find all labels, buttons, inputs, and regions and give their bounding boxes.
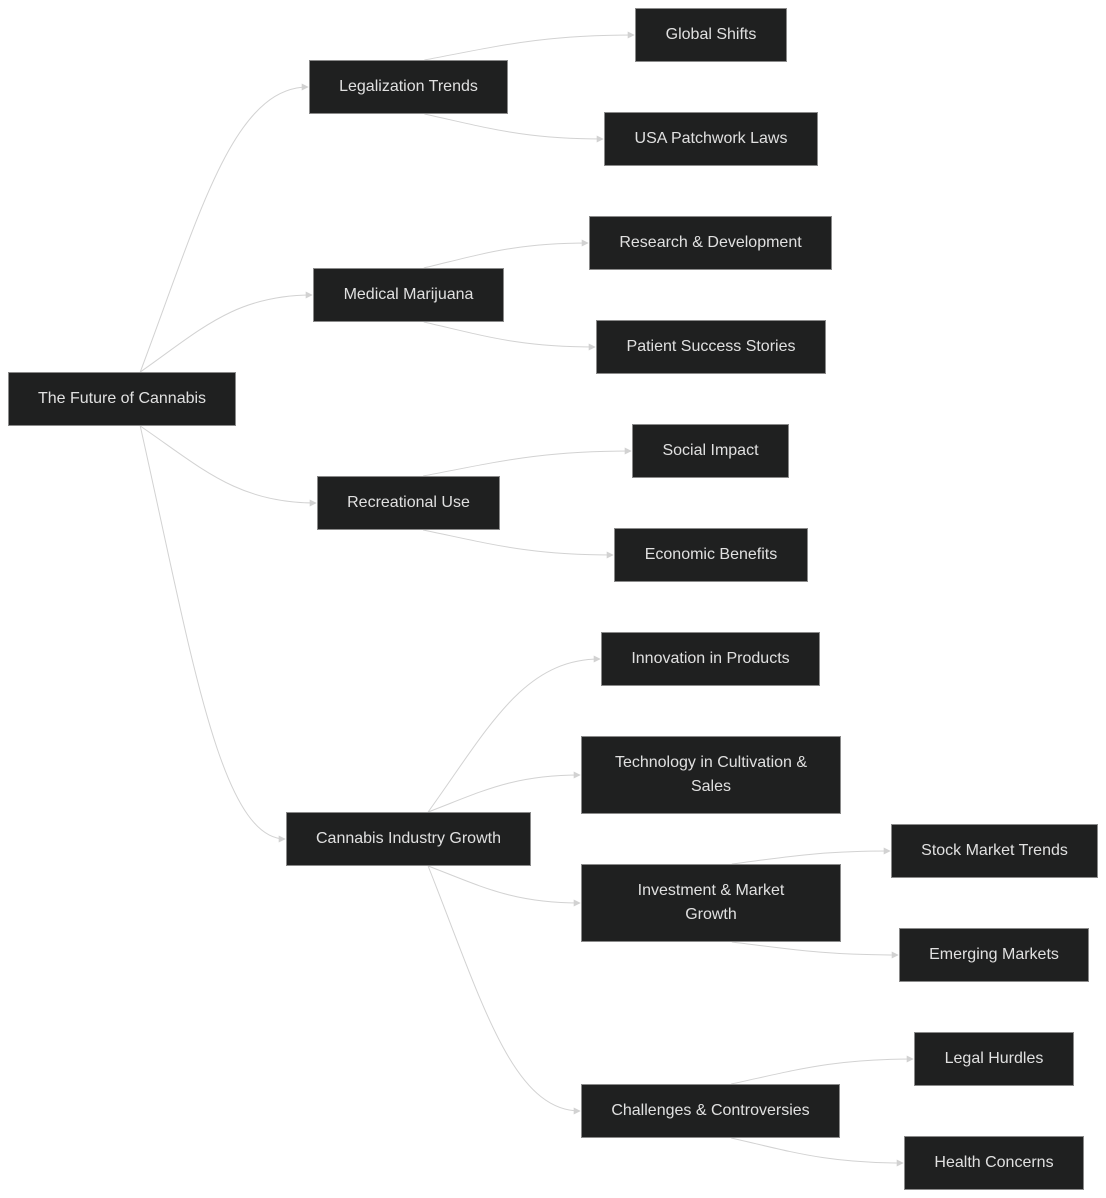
edge-legalization_trends-to-global_shifts bbox=[424, 31, 635, 61]
edge-root-to-recreational_use bbox=[139, 425, 317, 507]
edge-legalization_trends-to-usa_patchwork_laws bbox=[424, 113, 604, 143]
edge-recreational_use-to-economic_benefits bbox=[423, 529, 614, 559]
node-research-development[interactable]: Research & Development bbox=[589, 216, 832, 270]
node-cannabis-industry-growth[interactable]: Cannabis Industry Growth bbox=[286, 812, 531, 866]
node-economic-benefits[interactable]: Economic Benefits bbox=[614, 528, 808, 582]
node-health-concerns[interactable]: Health Concerns bbox=[904, 1136, 1084, 1190]
edge-medical_marijuana-to-research_development bbox=[423, 239, 589, 269]
node-stock-market-trends[interactable]: Stock Market Trends bbox=[891, 824, 1098, 878]
edge-investment_market_growth-to-emerging_markets bbox=[731, 941, 899, 959]
edge-challenges_controversies-to-health_concerns bbox=[731, 1137, 904, 1167]
edge-medical_marijuana-to-patient_success_stories bbox=[423, 321, 596, 351]
edge-root-to-legalization_trends bbox=[139, 83, 309, 373]
node-social-impact[interactable]: Social Impact bbox=[632, 424, 789, 478]
edge-root-to-medical_marijuana bbox=[139, 291, 313, 373]
node-innovation-in-products[interactable]: Innovation in Products bbox=[601, 632, 820, 686]
node-patient-success-stories[interactable]: Patient Success Stories bbox=[596, 320, 826, 374]
edge-industry_growth-to-technology_cultivation bbox=[427, 771, 581, 813]
node-emerging-markets[interactable]: Emerging Markets bbox=[899, 928, 1089, 982]
node-usa-patchwork-laws[interactable]: USA Patchwork Laws bbox=[604, 112, 818, 166]
edge-industry_growth-to-investment_market_growth bbox=[427, 865, 581, 907]
edge-recreational_use-to-social_impact bbox=[423, 447, 632, 477]
node-investment-and-market-growth[interactable]: Investment & Market Growth bbox=[581, 864, 841, 942]
node-legalization-trends[interactable]: Legalization Trends bbox=[309, 60, 508, 114]
node-technology-in-cultivation-and-sales[interactable]: Technology in Cultivation & Sales bbox=[581, 736, 841, 814]
node-the-future-of-cannabis[interactable]: The Future of Cannabis bbox=[8, 372, 236, 426]
node-recreational-use[interactable]: Recreational Use bbox=[317, 476, 500, 530]
node-legal-hurdles[interactable]: Legal Hurdles bbox=[914, 1032, 1074, 1086]
node-global-shifts[interactable]: Global Shifts bbox=[635, 8, 787, 62]
edge-root-to-industry_growth bbox=[139, 425, 286, 843]
node-medical-marijuana[interactable]: Medical Marijuana bbox=[313, 268, 504, 322]
edge-industry_growth-to-innovation_products bbox=[427, 655, 601, 813]
edge-challenges_controversies-to-legal_hurdles bbox=[731, 1055, 914, 1085]
edge-industry_growth-to-challenges_controversies bbox=[427, 865, 581, 1115]
node-challenges-and-controversies[interactable]: Challenges & Controversies bbox=[581, 1084, 840, 1138]
edge-investment_market_growth-to-stock_market_trends bbox=[731, 847, 891, 865]
